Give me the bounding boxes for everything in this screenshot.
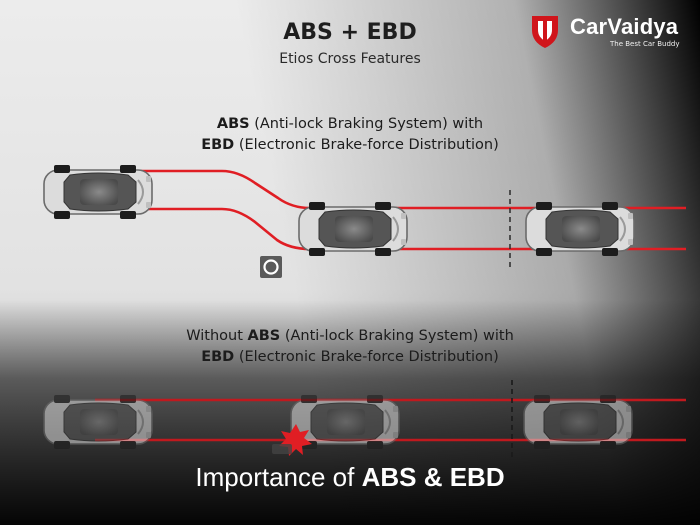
car-icon <box>525 201 635 257</box>
abs-label: ABS <box>216 116 250 132</box>
car-icon <box>523 394 633 450</box>
footer-prefix: Importance of <box>195 462 362 492</box>
caption-with-abs: ABS (Anti-lock Braking System) with EBD … <box>150 114 550 156</box>
brand-logo: CarVaidya The Best Car Buddy <box>530 12 690 52</box>
ebd-description: (Electronic Brake-force Distribution) <box>234 137 499 153</box>
ebd-description: (Electronic Brake-force Distribution) <box>234 349 499 365</box>
ebd-label: EBD <box>201 137 235 153</box>
abs-description: (Anti-lock Braking System) with <box>249 116 484 132</box>
without-prefix: Without <box>186 328 248 344</box>
diagram-title: ABS + EBD <box>283 20 417 45</box>
car-icon <box>43 164 153 220</box>
abs-description: (Anti-lock Braking System) with <box>280 328 514 344</box>
crash-icon <box>272 424 312 456</box>
footer-highlight: ABS & EBD <box>361 462 505 492</box>
brand-name: CarVaidya <box>570 14 679 39</box>
caption-without-abs: Without ABS (Anti-lock Braking System) w… <box>150 326 550 368</box>
brand-tagline: The Best Car Buddy <box>610 40 680 48</box>
carvaidya-logo-icon <box>532 16 558 48</box>
abs-label: ABS <box>247 328 281 344</box>
obstacle-icon <box>260 256 282 278</box>
footer-banner: Importance of ABS & EBD <box>0 462 700 493</box>
car-icon <box>43 394 153 450</box>
car-icon <box>298 201 408 257</box>
abs-tracks <box>95 169 686 251</box>
diagram-subtitle: Etios Cross Features <box>279 51 421 67</box>
ebd-label: EBD <box>201 349 235 365</box>
